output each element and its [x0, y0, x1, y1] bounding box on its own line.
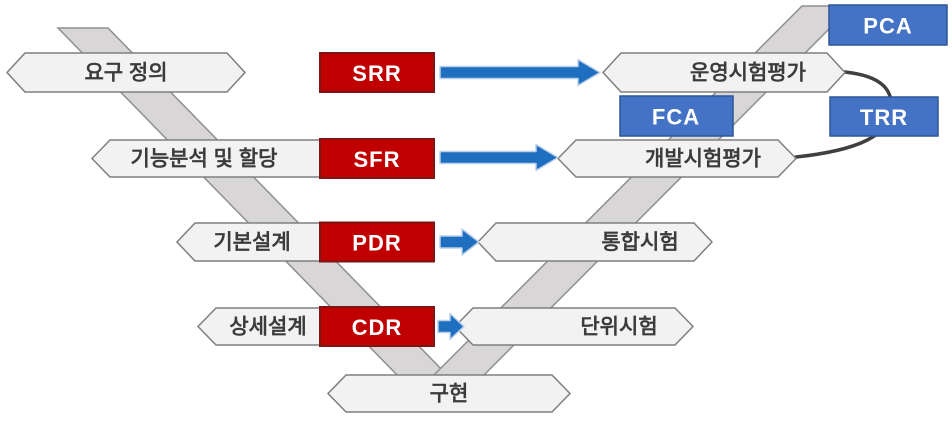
review-box-sfr: [319, 138, 435, 179]
label-trr: TRR: [860, 105, 908, 130]
banner-operational-test: [601, 52, 847, 93]
banner-implementation: [326, 374, 572, 413]
label-requirements: 요구 정의: [84, 62, 167, 85]
banner-development-test: [556, 139, 798, 178]
label-operational-test: 운영시험평가: [690, 62, 807, 85]
label-basic-design: 기본설계: [213, 231, 290, 254]
label-implementation: 구현: [430, 383, 469, 406]
banner-requirements: [5, 52, 247, 93]
arrow-srr-to-operational-test: [439, 58, 601, 87]
review-box-srr: [319, 52, 435, 93]
label-unit-test: 단위시험: [580, 316, 657, 339]
label-development-test: 개발시험평가: [645, 148, 762, 171]
review-box-pdr: [319, 221, 435, 263]
label-pca: PCA: [863, 14, 912, 39]
label-functional-analysis: 기능분석 및 할당: [131, 148, 278, 171]
arrow-cdr-to-unit-test: [437, 312, 465, 341]
label-integration-test: 통합시험: [601, 231, 678, 254]
audit-box-fca: [619, 95, 734, 137]
arrow-pdr-to-integration-test: [439, 228, 480, 256]
arrow-sfr-to-development-test: [439, 143, 559, 172]
label-detailed-design: 상세설계: [229, 316, 306, 339]
label-srr: SRR: [352, 61, 401, 86]
audit-box-trr: [829, 96, 939, 137]
label-fca: FCA: [652, 105, 700, 130]
label-sfr: SFR: [354, 147, 401, 172]
banner-integration-test: [476, 222, 714, 262]
label-pdr: PDR: [352, 231, 401, 256]
label-cdr: CDR: [352, 315, 403, 340]
banner-unit-test: [453, 307, 695, 346]
audit-box-pca: [828, 4, 948, 46]
review-box-cdr: [319, 306, 435, 347]
